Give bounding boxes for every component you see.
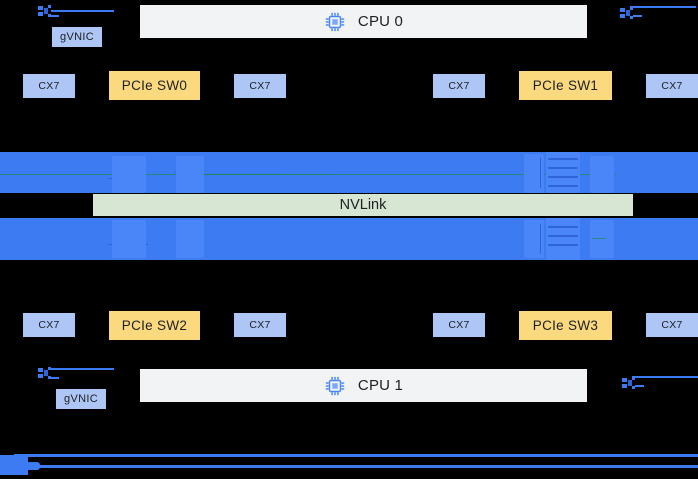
chip-cx7-b0: CX7 (23, 313, 75, 337)
network-link-icon (38, 366, 114, 382)
chip-pcie-sw2: PCIe SW2 (109, 311, 200, 340)
chip-pcie-sw3: PCIe SW3 (519, 311, 612, 340)
chip-gvnic-bottom: gVNIC (56, 389, 106, 409)
chip-cx7-b2: CX7 (433, 313, 485, 337)
chip-cx7-t0: CX7 (23, 74, 75, 98)
network-link-icon (620, 6, 696, 22)
cpu-label-0: CPU 0 (357, 13, 404, 30)
network-link-icon-svg (620, 6, 696, 19)
gpu-band-upper-inner (0, 152, 698, 193)
cpu-bar-1: CPU 1 (140, 369, 587, 402)
gpu-band-upper (0, 152, 698, 193)
chip-cx7-t3: CX7 (646, 74, 698, 98)
chip-pcie-sw1: PCIe SW1 (519, 71, 612, 100)
chip-pcie-sw0: PCIe SW0 (109, 71, 200, 100)
network-link-icon (622, 376, 698, 392)
gpu-band-lower (0, 218, 698, 260)
cpu-label-1: CPU 1 (357, 377, 404, 394)
cpu-chip-icon-svg (325, 376, 345, 395)
cpu-chip-icon-svg (325, 12, 345, 31)
cpu-chip-icon (324, 375, 346, 397)
chip-cx7-t2: CX7 (433, 74, 485, 98)
nvlink-bar: NVLink (93, 194, 633, 216)
network-link-icon-svg (38, 367, 114, 379)
network-link-icon-svg (622, 376, 698, 389)
cpu-bar-0: CPU 0 (140, 5, 587, 38)
network-link-icon (38, 4, 114, 20)
chip-gvnic-top: gVNIC (52, 27, 102, 47)
chip-cx7-b3: CX7 (646, 313, 698, 337)
chip-cx7-b1: CX7 (234, 313, 286, 337)
gpu-band-lower-inner (0, 218, 698, 260)
chip-cx7-t1: CX7 (234, 74, 286, 98)
network-link-icon-svg (38, 5, 114, 17)
cpu-chip-icon (324, 11, 346, 33)
